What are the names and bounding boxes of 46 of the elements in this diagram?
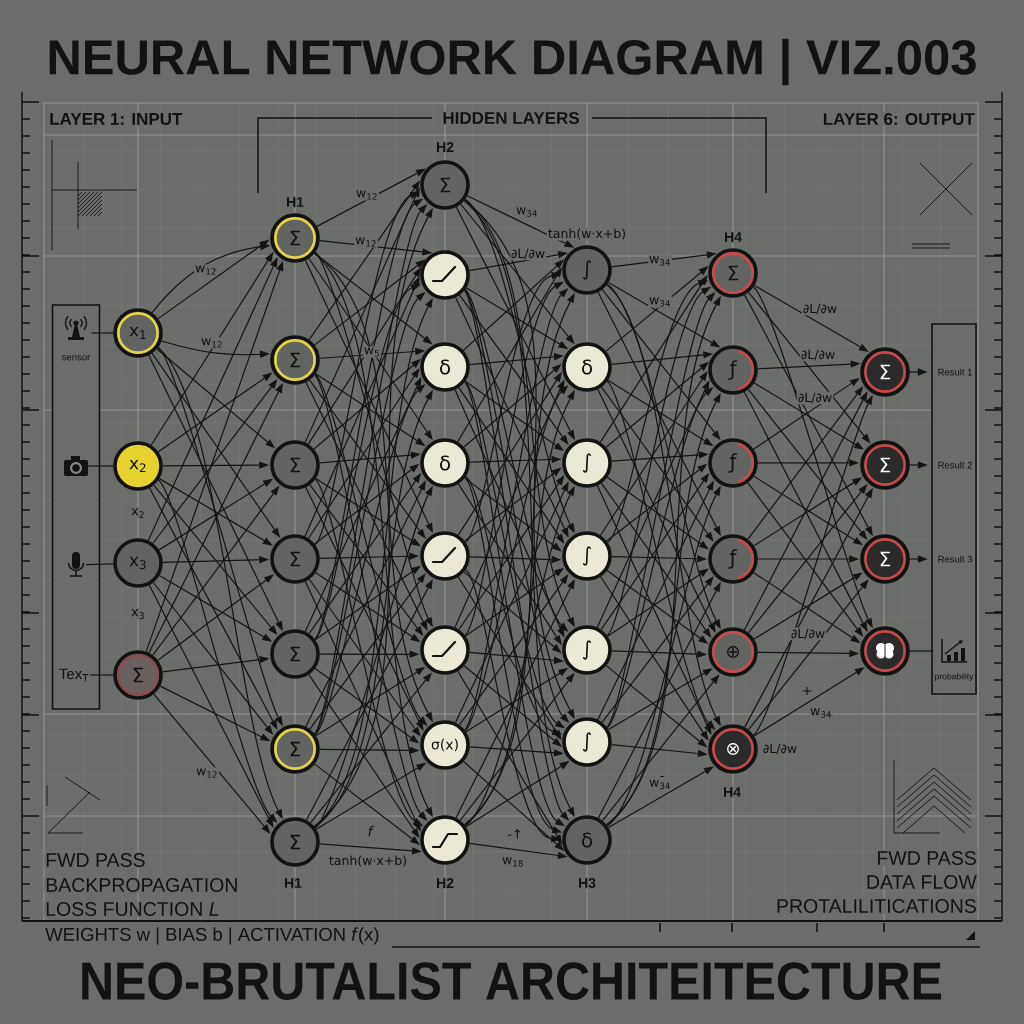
formula-label: tanh(w·x+b) — [546, 227, 628, 241]
note-text: FWD PASS — [44, 852, 147, 868]
output-label: Result 1 — [938, 368, 972, 376]
edge-label: tanh(w·x+b) — [327, 854, 409, 868]
layer-label: H1 — [283, 877, 303, 889]
camera-icon — [64, 456, 88, 476]
edge-label: w$_{5}$ — [362, 346, 382, 358]
edge-label: w$_{34}$ — [648, 296, 672, 308]
input-label: Tex$_{T}$ — [59, 668, 89, 682]
sign-label: -↑ — [506, 828, 524, 840]
layer-label: H4 — [723, 231, 743, 243]
note-text: LOSS FUNCTION L — [44, 901, 221, 917]
sign-label: + — [800, 685, 814, 697]
title: NEURAL NETWORK DIAGRAM | VIZ.003 — [45, 37, 979, 87]
output-label: Result 2 — [938, 461, 972, 469]
edge-label: w$_{12}$ — [195, 767, 219, 779]
layer-label: H3 — [577, 877, 597, 889]
input-label: sensor — [62, 355, 91, 361]
edge-label: w$_{12}$ — [194, 264, 218, 276]
caption: NEO-BRUTALIST ARCHITEITECTURE — [78, 961, 944, 1001]
sign-label: - — [658, 774, 666, 782]
note-text: BACKPROPAGATION — [44, 877, 240, 893]
edge-label: w$_{12}$ — [354, 236, 378, 248]
input-panel — [51, 304, 101, 710]
edge-label: w$_{34}$ — [515, 206, 539, 218]
note-text: PROTALILITICATIONS — [775, 898, 978, 914]
function-label: f — [366, 824, 375, 838]
layer-label: H4 — [722, 786, 742, 798]
layer-label: H1 — [285, 196, 305, 208]
variable-label: x$_{2}$ — [130, 507, 146, 519]
microphone-icon — [67, 552, 85, 577]
edge-label: w$_{18}$ — [501, 856, 525, 868]
note-text: DATA FLOW — [864, 874, 978, 890]
edge-label: w$_{34}$ — [809, 707, 833, 719]
output-label: probability — [935, 673, 974, 682]
layer-label: H2 — [435, 141, 455, 153]
edge-label: w$_{12}$ — [355, 189, 379, 201]
output-label: Result 3 — [938, 555, 972, 563]
note-text: FWD PASS — [875, 850, 978, 866]
layer-heading: LAYER 1: INPUT — [48, 112, 184, 126]
output-panel — [931, 323, 977, 695]
edge-label: w$_{12}$ — [200, 337, 224, 349]
variable-label: x$_{3}$ — [130, 608, 146, 620]
note-text: WEIGHTS w | BIAS b | ACTIVATION f(x) — [44, 926, 381, 946]
layer-label: H2 — [435, 877, 455, 889]
edge-label: w$_{34}$ — [648, 255, 672, 267]
